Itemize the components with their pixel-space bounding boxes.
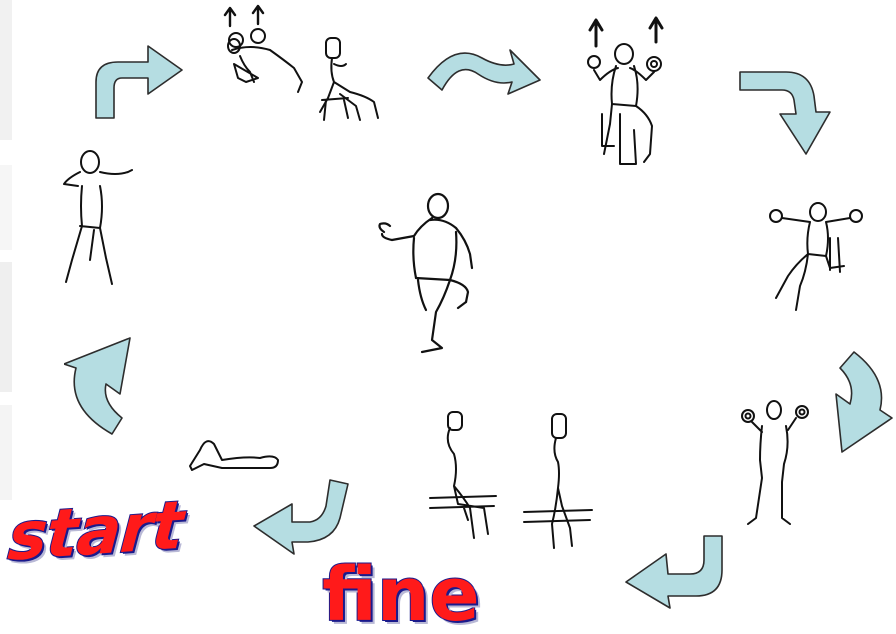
exercise-incline-press-figure: [210, 2, 390, 130]
exercise-crunch-figure: [186, 430, 284, 476]
exercise-dumbbell-curl-figure: [736, 398, 820, 532]
curved-arrow-icon: [424, 28, 544, 98]
curved-arrow-icon: [620, 530, 730, 610]
curved-arrow-icon: [828, 348, 896, 456]
up-arrow-icon: [225, 6, 263, 26]
up-arrow-icon: [590, 18, 662, 46]
exercise-high-knees-figure: [370, 188, 490, 358]
exercise-overhead-triceps-figure: [424, 408, 594, 560]
curved-arrow-icon: [88, 22, 188, 122]
curved-arrow-icon: [248, 474, 358, 556]
start-label: start: [6, 492, 185, 571]
left-edge-band: [0, 165, 12, 250]
left-edge-band: [0, 405, 12, 500]
exercise-arm-stretch-figure: [56, 150, 138, 290]
curved-arrow-icon: [736, 66, 836, 158]
curved-arrow-icon: [64, 334, 136, 440]
exercise-shoulder-press-figure: [580, 14, 676, 174]
fine-label: fine: [322, 558, 480, 632]
left-edge-band: [0, 0, 12, 140]
left-edge-band: [0, 262, 12, 392]
exercise-lateral-raise-figure: [760, 198, 872, 316]
